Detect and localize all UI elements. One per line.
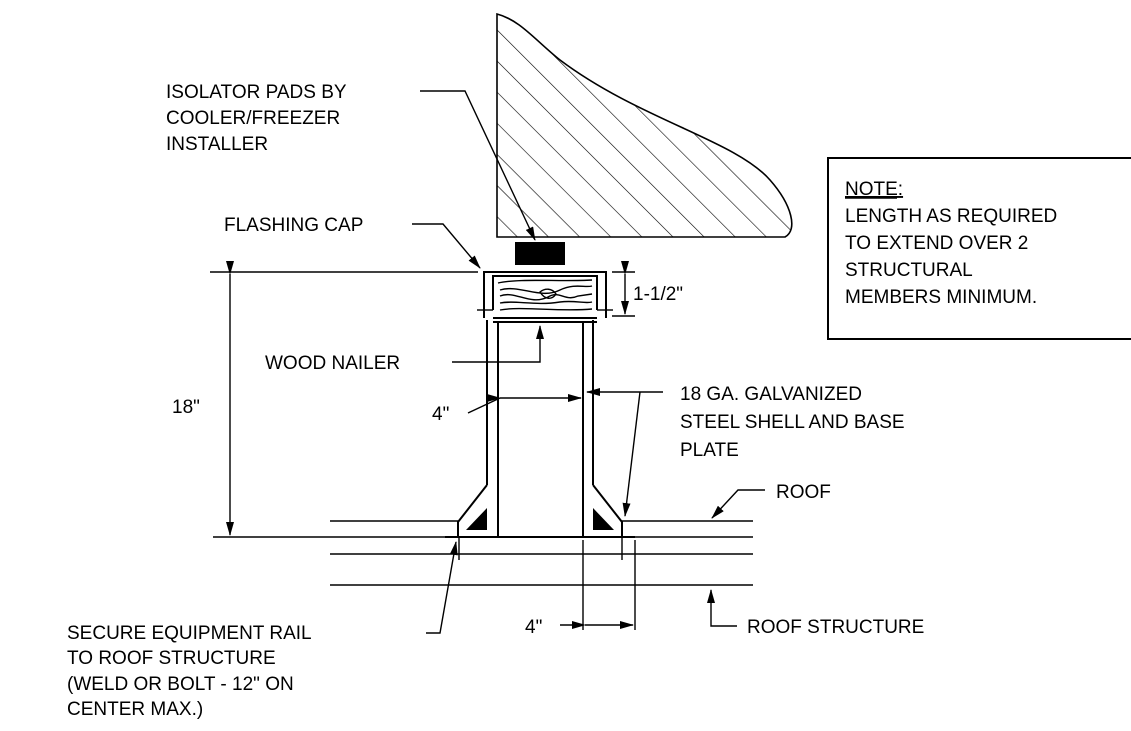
secure-rail-label-3: (WELD OR BOLT - 12" ON — [67, 674, 294, 695]
secure-rail-label-2: TO ROOF STRUCTURE — [67, 648, 276, 669]
isolator-pads-label-1: ISOLATOR PADS BY — [166, 82, 347, 103]
secure-rail-label-1: SECURE EQUIPMENT RAIL — [67, 623, 312, 644]
note-line-3: STRUCTURAL — [845, 260, 973, 281]
wood-nailer — [497, 279, 593, 311]
note-box — [827, 157, 1131, 340]
isolator-pads-label-2: COOLER/FREEZER — [166, 108, 340, 129]
flashing-cap-label: FLASHING CAP — [224, 215, 363, 236]
isolator-pads-label-3: INSTALLER — [166, 134, 268, 155]
roof-label: ROOF — [776, 482, 831, 503]
note-heading: NOTE: — [845, 179, 903, 200]
cap-height-dimension: 1-1/2" — [633, 284, 683, 305]
note-line-1: LENGTH AS REQUIRED — [845, 206, 1057, 227]
note-line-2: TO EXTEND OVER 2 — [845, 233, 1028, 254]
galvanized-label-2: STEEL SHELL AND BASE — [680, 412, 905, 433]
roof-structure-label: ROOF STRUCTURE — [747, 617, 924, 638]
flashing-cap — [483, 271, 607, 318]
rail-shell — [492, 275, 598, 310]
equipment-section-hatched — [496, 12, 793, 238]
secure-rail-label-4: CENTER MAX.) — [67, 699, 203, 720]
isolator-pad — [515, 242, 565, 265]
bottom-width-dimension: 4" — [525, 617, 542, 638]
wood-nailer-label: WOOD NAILER — [265, 353, 400, 374]
note-line-4: MEMBERS MINIMUM. — [845, 287, 1037, 308]
height-dimension: 18" — [172, 397, 200, 418]
galvanized-label-3: PLATE — [680, 440, 739, 461]
top-width-dimension: 4" — [432, 404, 449, 425]
galvanized-label-1: 18 GA. GALVANIZED — [680, 384, 862, 405]
